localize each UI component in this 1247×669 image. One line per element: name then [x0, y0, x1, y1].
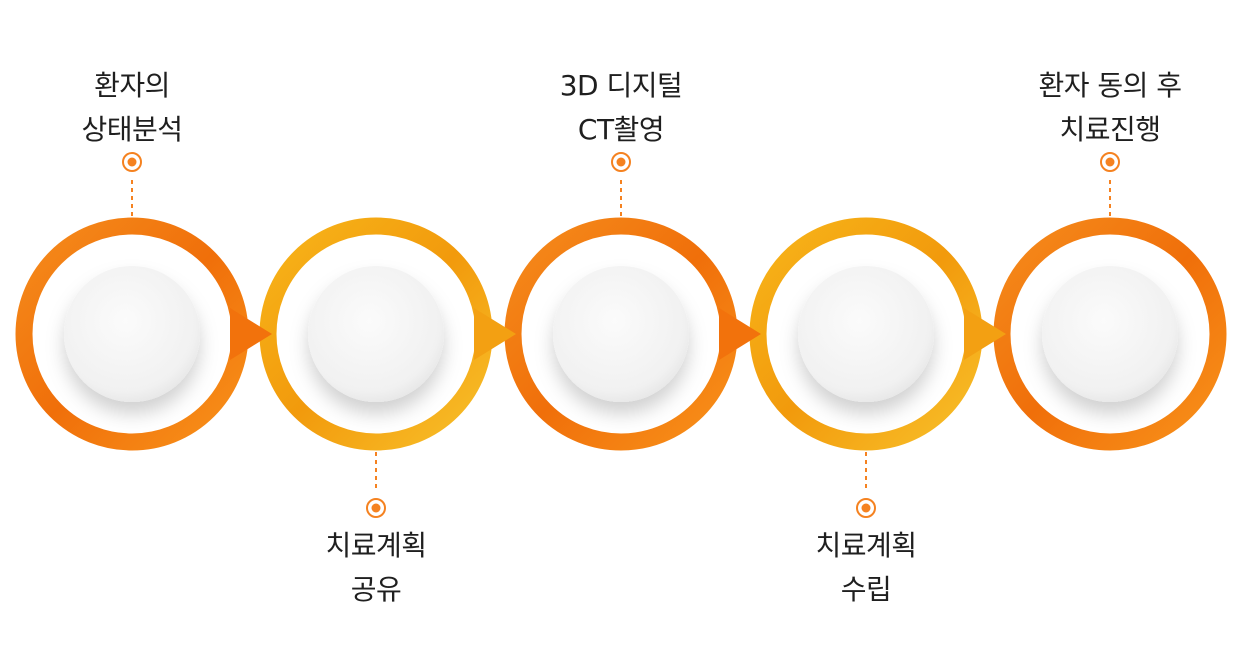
step-label-line2: 공유 — [350, 573, 402, 606]
flow-arrow — [964, 308, 1006, 360]
step-label-line1: 치료계획 — [325, 529, 427, 562]
step-label-line1: 3D 디지털 — [559, 69, 683, 102]
step-4 — [749, 217, 983, 451]
step-label-line1: 환자의 — [94, 69, 170, 102]
step-disc — [308, 266, 444, 402]
step-disc — [64, 266, 200, 402]
step-5 — [993, 217, 1227, 451]
step-label: 3D 디지털 CT촬영 — [511, 64, 731, 152]
flow-arrow — [230, 308, 272, 360]
step-label-line2: 수립 — [840, 573, 892, 606]
step-label-line1: 치료계획 — [815, 529, 917, 562]
marker-dot-center — [616, 157, 626, 167]
step-label-line2: CT촬영 — [577, 113, 665, 146]
step-label-line1: 환자 동의 후 — [1038, 69, 1182, 102]
marker-dot-center — [371, 503, 381, 513]
step-label-line2: 상태분석 — [81, 113, 183, 146]
step-disc — [1042, 266, 1178, 402]
marker-dot-center — [1105, 157, 1115, 167]
step-label-line2: 치료진행 — [1059, 113, 1161, 146]
flow-arrow — [719, 308, 761, 360]
step-disc — [798, 266, 934, 402]
step-disc — [553, 266, 689, 402]
step-1 — [15, 217, 249, 451]
marker-dot-center — [127, 157, 137, 167]
marker-dot-center — [861, 503, 871, 513]
flow-arrow — [474, 308, 516, 360]
step-2 — [259, 217, 493, 451]
step-3 — [504, 217, 738, 451]
